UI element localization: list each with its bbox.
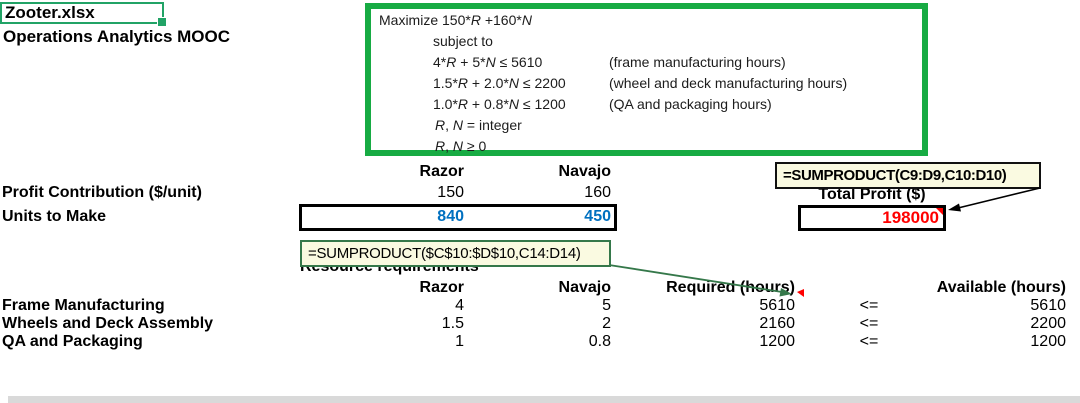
units-razor-cell[interactable]: 840 [437, 208, 464, 225]
qa-op: <= [859, 333, 879, 350]
units-navajo-cell[interactable]: 450 [584, 208, 611, 225]
resources-header-required: Required (hours) [666, 279, 795, 296]
profit-contribution-label: Profit Contribution ($/unit) [2, 184, 202, 201]
frame-navajo-cell[interactable]: 5 [602, 297, 611, 314]
filename-text: Zooter.xlsx [5, 3, 95, 22]
table-row-wheels: Wheels and Deck Assembly 1.5 2 2160 <= 2… [0, 315, 1080, 333]
model-subject-to: subject to [433, 33, 493, 49]
table-row-qa: QA and Packaging 1 0.8 1200 <= 1200 [0, 333, 1080, 351]
model-constraint-3: 1.0*R + 0.8*N ≤ 1200 [433, 96, 566, 112]
qa-label: QA and Packaging [2, 333, 143, 350]
optimization-model-box: Maximize 150*R +160*N subject to 4*R + 5… [365, 3, 928, 156]
total-profit-value[interactable]: 198000 [882, 208, 939, 227]
model-integer-constraint: R, N = integer [435, 117, 522, 133]
model-constraint-1: 4*R + 5*N ≤ 5610 [433, 54, 543, 70]
frame-required-cell[interactable]: 5610 [759, 297, 795, 314]
frame-razor-cell[interactable]: 4 [455, 297, 464, 314]
model-constraint-2: 1.5*R + 2.0*N ≤ 2200 [433, 75, 566, 91]
qa-required-cell[interactable]: 1200 [759, 333, 795, 350]
qa-navajo-cell[interactable]: 0.8 [588, 333, 611, 350]
model-note-2: (wheel and deck manufacturing hours) [609, 75, 848, 91]
units-to-make-box [299, 204, 617, 231]
resources-header-available: Available (hours) [936, 279, 1066, 296]
decision-header-razor: Razor [419, 163, 464, 180]
model-note-1: (frame manufacturing hours) [609, 54, 786, 70]
profit-formula-tooltip: =SUMPRODUCT(C9:D9,C10:D10) [775, 162, 1041, 189]
model-nonneg-constraint: R, N ≥ 0 [435, 138, 487, 154]
profit-contribution-razor-cell[interactable]: 150 [437, 184, 464, 201]
wheels-available-cell[interactable]: 2200 [1030, 315, 1066, 332]
resources-header-navajo: Navajo [558, 279, 611, 296]
resources-header-row: Razor Navajo Required (hours) Available … [0, 279, 1080, 297]
decision-header-navajo: Navajo [558, 163, 611, 180]
model-objective: Maximize 150*R +160*N [379, 12, 532, 28]
decision-header-row: Razor Navajo [0, 163, 1080, 181]
units-formula-tooltip: =SUMPRODUCT($C$10:$D$10,C14:D14) [300, 240, 611, 267]
selected-cell-filename[interactable]: Zooter.xlsx [0, 2, 167, 27]
qa-available-cell[interactable]: 1200 [1030, 333, 1066, 350]
qa-razor-cell[interactable]: 1 [455, 333, 464, 350]
resources-header-razor: Razor [419, 279, 464, 296]
wheels-razor-cell[interactable]: 1.5 [441, 315, 464, 332]
wheels-navajo-cell[interactable]: 2 [602, 315, 611, 332]
profit-contribution-navajo-cell[interactable]: 160 [584, 184, 611, 201]
frame-label: Frame Manufacturing [2, 297, 165, 314]
wheels-op: <= [859, 315, 879, 332]
wheels-required-cell[interactable]: 2160 [759, 315, 795, 332]
bottom-edge-bar [8, 396, 1080, 403]
profit-contribution-row: Profit Contribution ($/unit) 150 160 [0, 184, 1080, 202]
total-profit-label: Total Profit ($) [818, 186, 926, 203]
table-row-frame: Frame Manufacturing 4 5 5610 <= 5610 [0, 297, 1080, 315]
subtitle-text: Operations Analytics MOOC [3, 27, 231, 46]
units-to-make-label: Units to Make [2, 208, 107, 225]
total-profit-box: 198000 [798, 205, 946, 231]
units-to-make-row: Units to Make 840 450 [0, 208, 1080, 226]
frame-available-cell[interactable]: 5610 [1030, 297, 1066, 314]
model-note-3: (QA and packaging hours) [609, 96, 772, 112]
frame-op: <= [859, 297, 879, 314]
wheels-label: Wheels and Deck Assembly [2, 315, 214, 332]
selection-fill-handle[interactable] [157, 17, 167, 27]
